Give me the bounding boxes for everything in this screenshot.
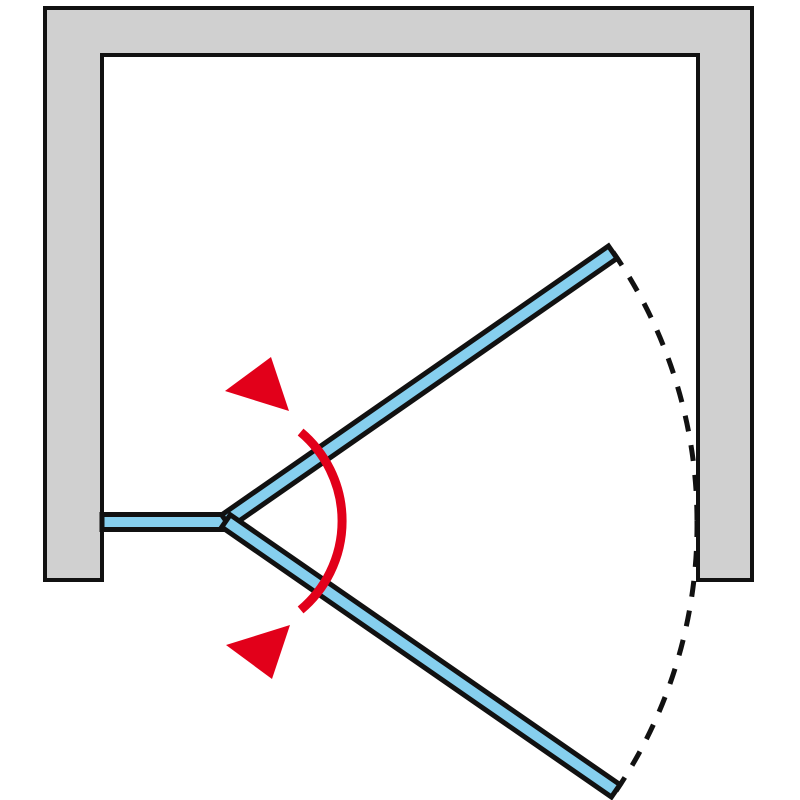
niche-walls-group (43, 6, 754, 582)
wall-outline (43, 6, 754, 582)
fixed-glass-panel (99, 512, 231, 532)
lower-door-panel (218, 511, 624, 800)
red-swing-indicator-group (225, 357, 347, 679)
swing-direction-arc (297, 428, 347, 614)
upper-swing-arc (610, 250, 700, 522)
swing-arcs-group (610, 250, 700, 793)
upper-door-panel (218, 242, 621, 531)
lower-door-panel-group (218, 511, 624, 800)
upper-door-panel-group (218, 242, 621, 531)
fixed-glass-panel-group (99, 512, 231, 532)
lower-swing-arrow-icon (226, 625, 290, 679)
lower-swing-arc (613, 520, 700, 793)
upper-swing-arrow-icon (225, 357, 289, 411)
